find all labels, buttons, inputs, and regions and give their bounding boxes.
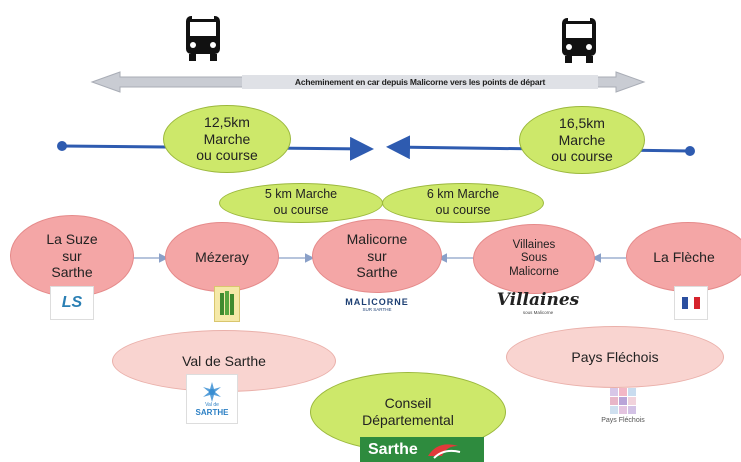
bus-icon <box>184 14 222 62</box>
route-right-long: 16,5km Marche ou course <box>519 106 645 174</box>
bus-icon <box>560 16 598 64</box>
villaines-logo: Villaines sous Malicorne <box>496 289 580 315</box>
town-mezeray: Mézeray <box>165 222 279 292</box>
route-left-short: 5 km Marche ou course <box>219 183 383 223</box>
mezeray-logo <box>214 286 240 322</box>
french-flag-icon <box>674 286 708 320</box>
town-la-fleche: La Flèche <box>626 222 741 292</box>
pays-flechois-logo: Pays Fléchois <box>592 380 654 432</box>
town-la-suze: La Suze sur Sarthe <box>10 215 134 297</box>
town-malicorne: Malicorne sur Sarthe <box>312 219 442 293</box>
sarthe-logo: Sarthe <box>360 437 484 462</box>
route-right-short: 6 km Marche ou course <box>382 183 544 223</box>
la-suze-logo: LS <box>50 286 94 320</box>
route-left-long: 12,5km Marche ou course <box>163 105 291 173</box>
banner-text: Acheminement en car depuis Malicorne ver… <box>242 75 598 89</box>
town-villaines: Villaines Sous Malicorne <box>473 224 595 294</box>
malicorne-logo: MALICORNE SUR SARTHE <box>345 297 409 312</box>
region-pays-flechois: Pays Fléchois <box>506 326 724 388</box>
val-de-sarthe-logo: Val de SARTHE <box>186 374 238 424</box>
